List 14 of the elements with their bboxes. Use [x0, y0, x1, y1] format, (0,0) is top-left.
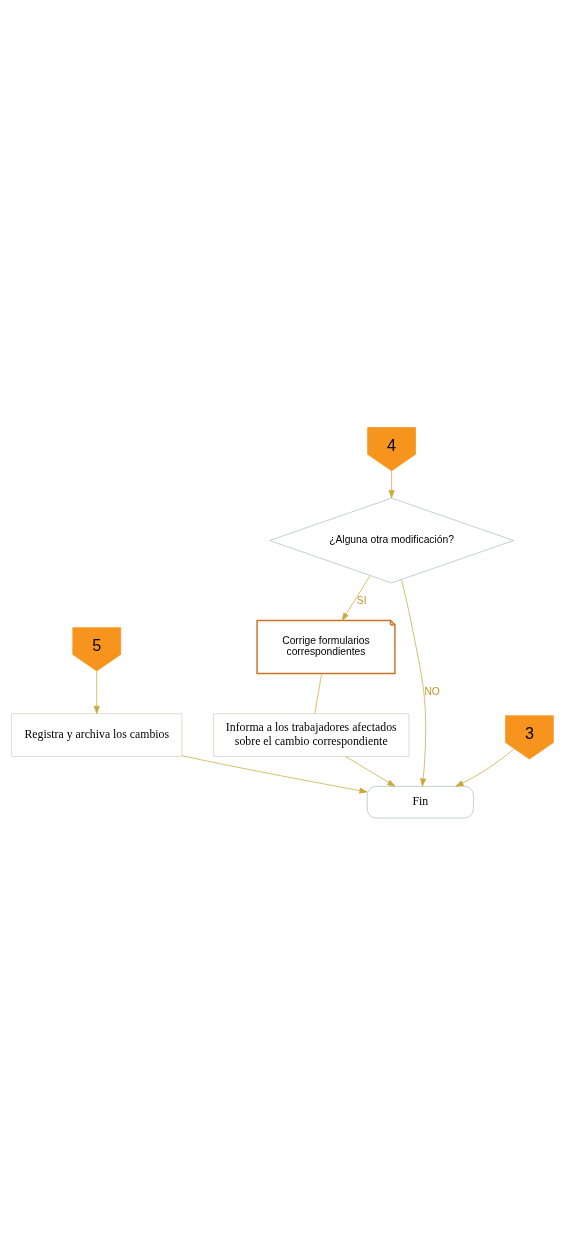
arrow [93, 670, 100, 714]
node-box: Informa a los trabajadores afectados sobre el cambio correspondiente [213, 713, 410, 757]
node-diamond: ¿Alguna otra modificación? [269, 497, 514, 584]
arrow [181, 755, 368, 794]
arrow [341, 575, 371, 621]
arrow [345, 756, 396, 787]
node-box: Fin [366, 786, 474, 819]
connector [314, 673, 322, 714]
arrow [401, 579, 427, 787]
node-box: Registra y archiva los cambios [11, 713, 183, 757]
edge-label: NO [424, 686, 440, 698]
arrow [455, 748, 515, 787]
edge-label: SI [356, 595, 367, 607]
arrow [388, 470, 395, 499]
